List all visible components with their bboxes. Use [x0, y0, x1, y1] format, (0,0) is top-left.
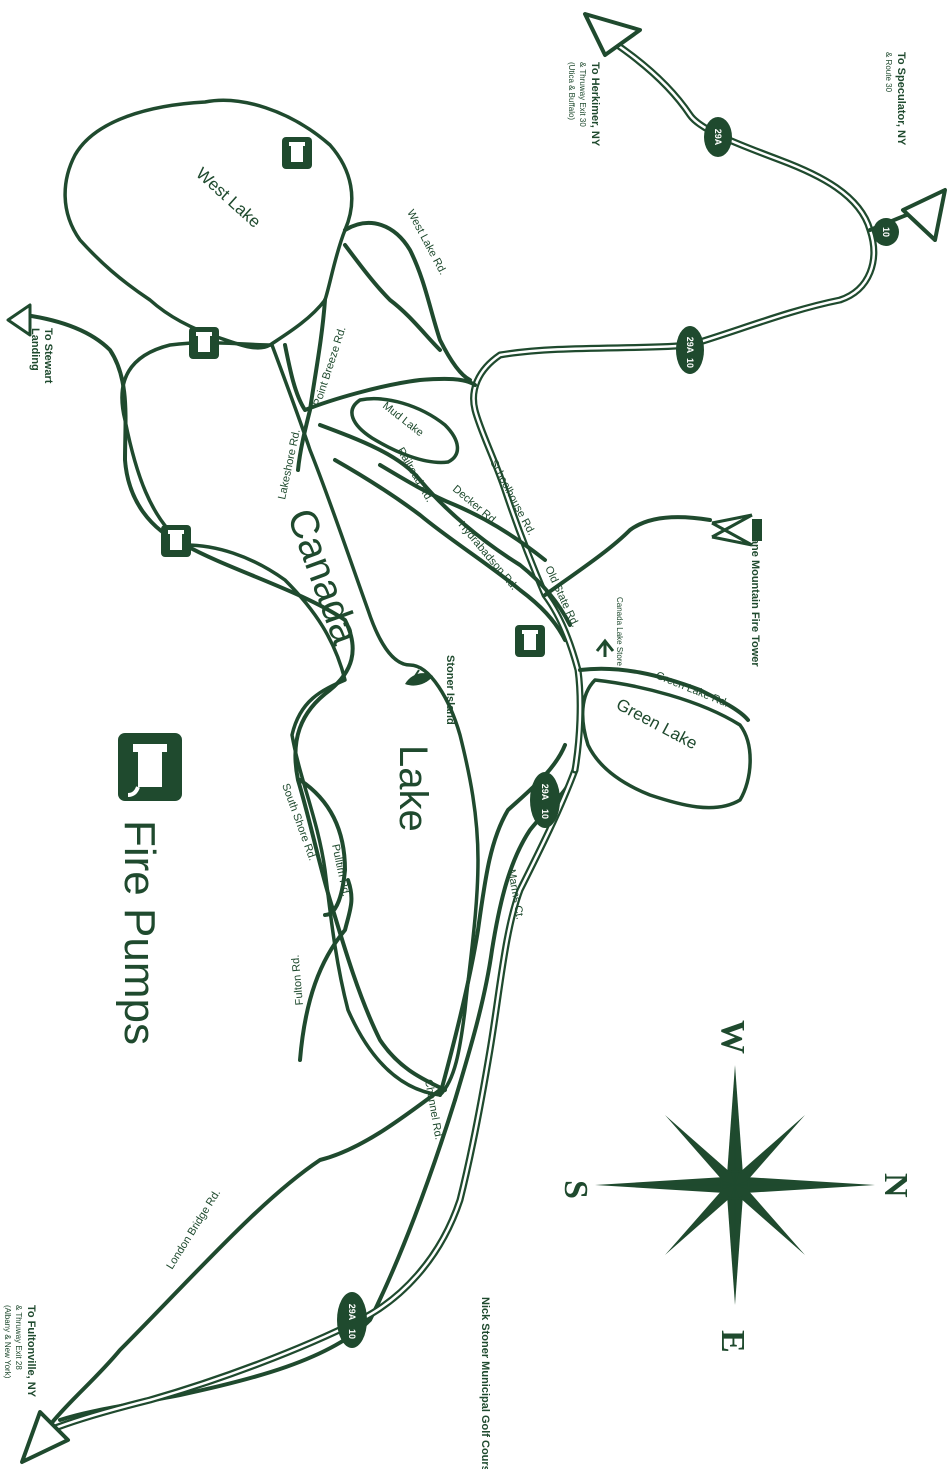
green-lake-label: Green Lake — [613, 695, 700, 753]
svg-text:Canada Lake Store: Canada Lake Store — [615, 597, 624, 666]
compass-w: W — [714, 1020, 751, 1054]
kane-mountain-label: Kane Mountain Fire Tower — [749, 530, 761, 667]
stewart-label: To Stewart Landing — [29, 328, 54, 384]
arrow-stewart-icon — [6, 303, 32, 337]
railroad-road-line — [318, 423, 572, 627]
west-lake-road-line — [343, 220, 472, 382]
svg-text:To Speculator, NY: To Speculator, NY — [895, 52, 907, 146]
svg-text:Stoner Island: Stoner Island — [444, 655, 456, 725]
svg-text:& Route 30: & Route 30 — [884, 52, 893, 93]
svg-text:Nick Stoner Municipal Golf Cou: Nick Stoner Municipal Golf Course — [479, 1297, 491, 1469]
point-breeze-road-line — [283, 343, 477, 412]
route-shield-3: 29A 10 — [676, 326, 704, 374]
svg-text:& Thruway Exit 30: & Thruway Exit 30 — [578, 62, 587, 127]
svg-text:To Fultonville, NY: To Fultonville, NY — [25, 1305, 37, 1398]
fultonville-label: To Fultonville, NY & Thruway Exit 28 (Al… — [3, 1305, 37, 1398]
decker-road-line — [378, 463, 547, 562]
compass-rose-icon — [595, 1065, 875, 1305]
svg-text:10: 10 — [347, 1329, 357, 1339]
speculator-label: To Speculator, NY & Route 30 — [884, 52, 907, 146]
svg-text:& Thruway Exit 28: & Thruway Exit 28 — [14, 1305, 23, 1370]
arrow-speculator-icon — [901, 188, 947, 242]
svg-text:Kane Mountain Fire Tower: Kane Mountain Fire Tower — [749, 530, 761, 667]
svg-text:To Stewart: To Stewart — [42, 328, 54, 384]
fire-tower-icon — [711, 513, 762, 547]
mud-lake-shore — [350, 397, 460, 465]
west-lake-road-line-2 — [343, 243, 442, 352]
herkimer-label: To Herkimer, NY & Thruway Exit 30 (Utica… — [567, 62, 601, 147]
store-icon — [595, 638, 615, 657]
mud-lake-label: Mud Lake — [380, 400, 425, 439]
compass-e: E — [714, 1330, 751, 1353]
kane-mountain-road-line — [543, 515, 712, 597]
fire-pump-icon — [515, 625, 545, 657]
london-bridge-road-line — [48, 1088, 442, 1427]
london-bridge-rd-label: London Bridge Rd. — [164, 1187, 223, 1271]
route-shield-1: 29A — [704, 117, 732, 157]
stoner-island-label: Stoner Island — [444, 655, 456, 725]
svg-text:Landing: Landing — [29, 328, 41, 371]
route-shield-4: 29A 10 — [530, 772, 560, 828]
svg-text:29A: 29A — [685, 337, 695, 354]
svg-text:To Herkimer, NY: To Herkimer, NY — [589, 62, 601, 147]
arrow-fultonville-icon — [20, 1410, 70, 1464]
route-shield-5: 29A 10 — [337, 1292, 367, 1348]
fire-pump-icon — [161, 525, 191, 557]
west-lake-label: West Lake — [192, 164, 264, 232]
svg-text:10: 10 — [540, 809, 550, 819]
arrow-herkimer-icon — [583, 12, 642, 57]
compass-s: S — [557, 1180, 594, 1199]
compass-n: N — [877, 1173, 914, 1198]
pulltim-rd-label: Pulltim Rd. — [329, 843, 352, 898]
fire-pump-icon — [189, 327, 219, 359]
canada-lake-label-2: Lake — [391, 745, 435, 832]
hydrabadson-road-line — [333, 458, 567, 642]
west-lake-rd-label: West Lake Rd. — [404, 208, 448, 277]
marms-ct-label: Marms Ct. — [505, 868, 526, 920]
canada-lake-shore — [120, 341, 480, 1097]
svg-text:29A: 29A — [713, 129, 723, 146]
svg-text:10: 10 — [881, 227, 891, 237]
svg-text:29A: 29A — [540, 784, 550, 801]
golf-course-road-line — [58, 1098, 457, 1422]
canada-lake-store-label: Canada Lake Store — [615, 597, 624, 666]
green-lake-shore — [580, 678, 752, 810]
south-shore-rd-label: South Shore Rd. — [279, 782, 318, 863]
svg-text:10: 10 — [685, 358, 695, 368]
green-lake-road-line — [578, 666, 750, 722]
fire-pump-icon — [282, 137, 312, 169]
hydrabadson-rd-label: Hydrabadson Rd. — [456, 519, 520, 592]
fulton-road-line — [298, 878, 354, 1062]
lakeshore-road-line — [296, 298, 327, 472]
fulton-rd-label: Fulton Rd. — [290, 954, 306, 1006]
pulltim-road-line — [298, 778, 347, 917]
stewart-landing-road-line — [23, 313, 187, 547]
nick-stoner-label: Nick Stoner Municipal Golf Course — [479, 1297, 491, 1469]
route-shield-2: 10 — [873, 218, 899, 246]
legend-title: Fire Pumps — [115, 820, 164, 1045]
svg-text:(Utica & Buffalo): (Utica & Buffalo) — [567, 62, 576, 120]
island-icon — [405, 669, 433, 686]
svg-text:29A: 29A — [347, 1304, 357, 1321]
svg-text:(Albany & New York): (Albany & New York) — [3, 1305, 12, 1379]
legend-fire-pump-icon — [118, 733, 182, 801]
